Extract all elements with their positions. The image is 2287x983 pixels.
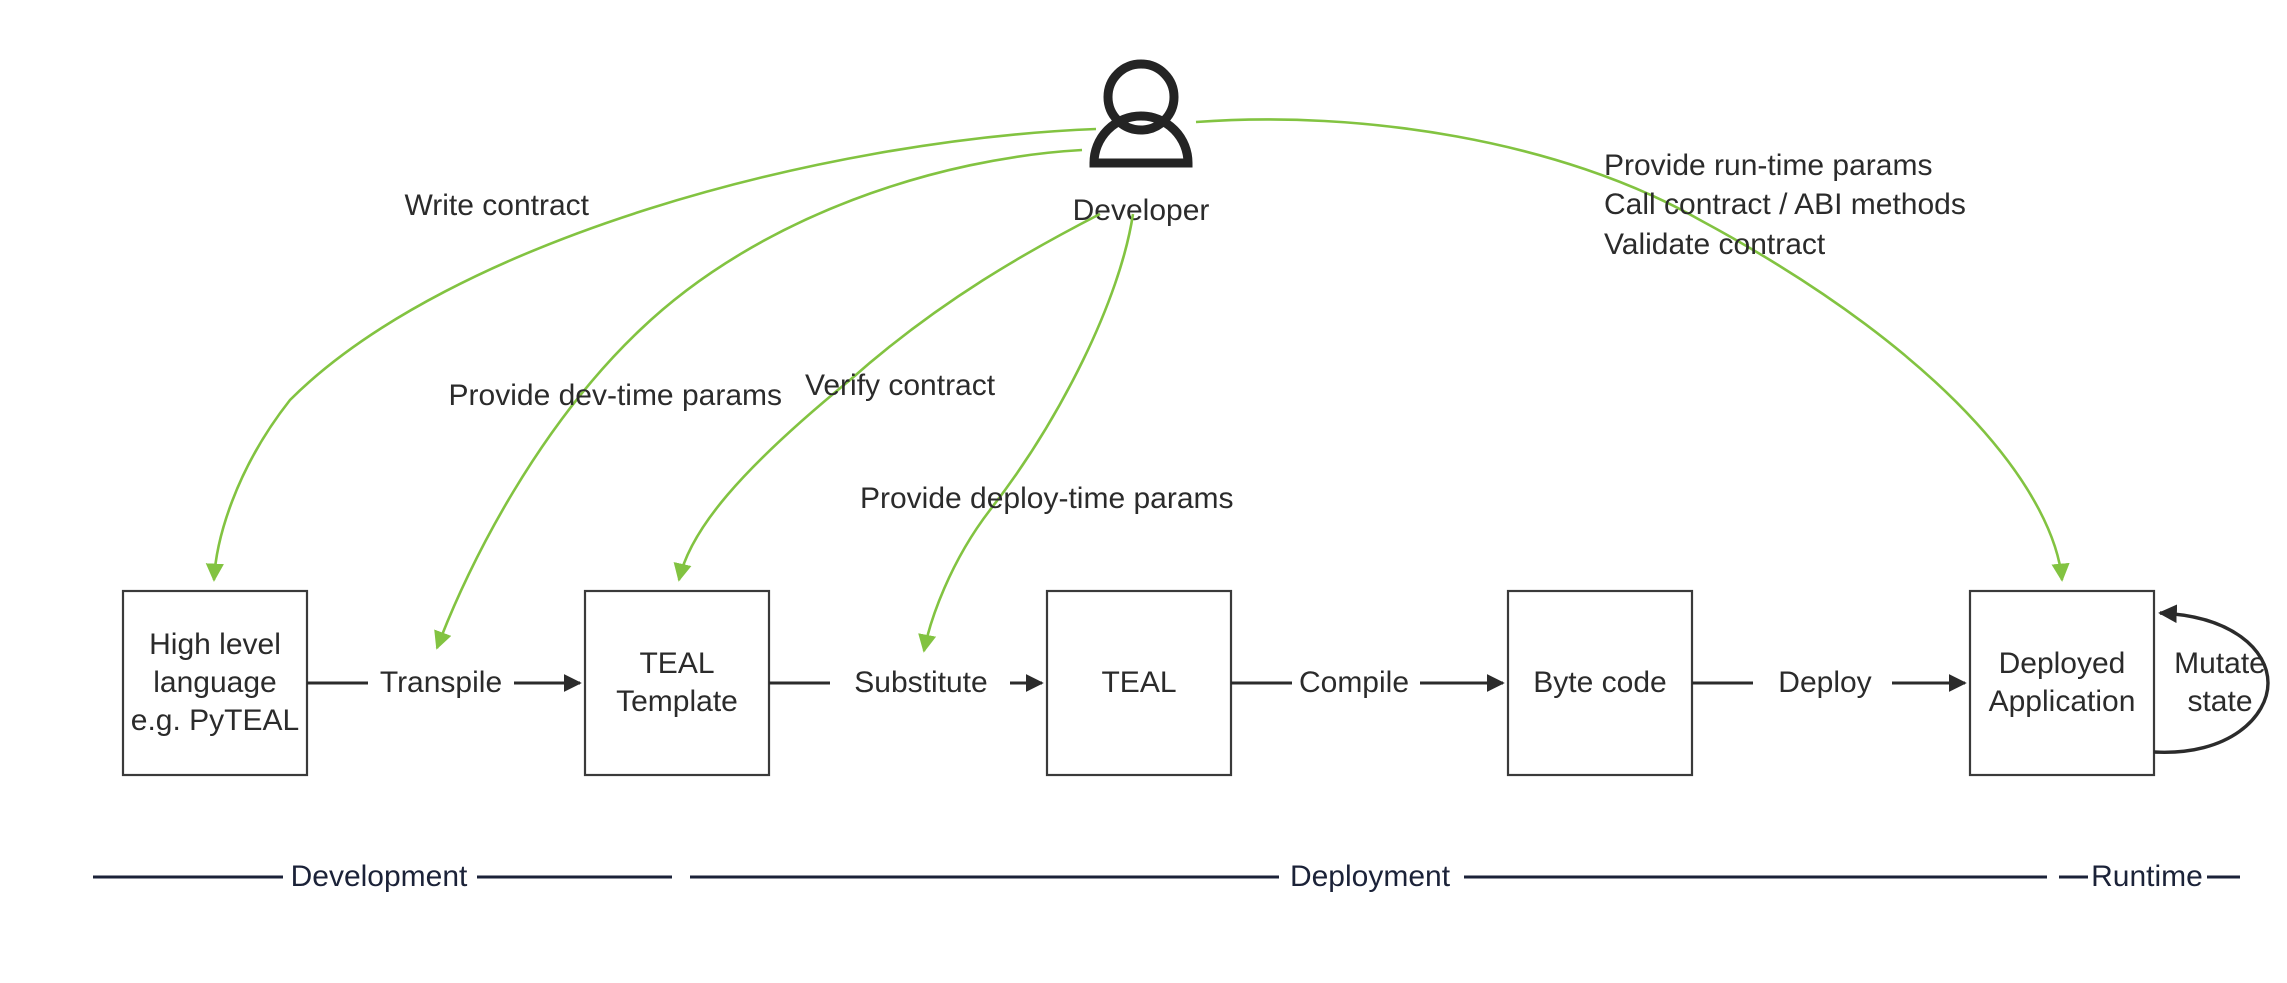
node-box: [1045, 589, 1233, 777]
actor-label-write-contract: Write contract: [405, 189, 590, 222]
phase-label: Deployment: [1290, 860, 1451, 893]
edge-substitute: Substitute: [769, 666, 1044, 699]
node-label-line-1: High level: [149, 628, 281, 661]
phase-label: Runtime: [2091, 860, 2203, 893]
phase-deployment: Deployment: [690, 860, 2047, 893]
node-teal[interactable]: TEAL: [1045, 589, 1233, 777]
node-label-line-1: TEAL: [1101, 666, 1176, 699]
node-label-line-2: Template: [616, 685, 738, 718]
self-loop-label-line-1: Mutate: [2174, 647, 2266, 680]
actor-label-provide-dev-time-params: Provide dev-time params: [449, 379, 782, 412]
actor-label-provide-run-time-params: Provide run-time params: [1604, 149, 1932, 182]
phase-development: Development: [93, 860, 672, 893]
node-label-line-2: Application: [1989, 685, 2136, 718]
actor-developer[interactable]: Developer: [1073, 59, 1210, 227]
edge-compile: Compile: [1231, 666, 1505, 699]
node-high-level-language[interactable]: High level language e.g. PyTEAL: [121, 589, 309, 777]
edge-transpile: Transpile: [307, 666, 582, 699]
node-label-line-1: Deployed: [1999, 647, 2126, 680]
edge-label: Transpile: [380, 666, 502, 699]
actor-edge-provide-run-time-params: [1195, 118, 2070, 582]
node-label-line-1: Byte code: [1533, 666, 1666, 699]
node-label-line-1: TEAL: [639, 647, 714, 680]
node-byte-code[interactable]: Byte code: [1506, 589, 1694, 777]
actor-label-verify-contract: Verify contract: [805, 369, 996, 402]
actor-edge-verify-contract: [673, 212, 1101, 582]
person-icon-body: [1089, 111, 1193, 168]
self-loop-label-line-2: state: [2187, 685, 2252, 718]
person-icon: [1103, 59, 1179, 135]
phase-label: Development: [291, 860, 468, 893]
edge-label: Substitute: [854, 666, 987, 699]
self-loop-mutate-state: Mutate state: [2153, 604, 2270, 754]
node-teal-template[interactable]: TEAL Template: [583, 589, 771, 777]
node-label-line-3: e.g. PyTEAL: [131, 704, 299, 737]
node-box: [583, 589, 771, 777]
edge-deploy: Deploy: [1692, 666, 1967, 699]
phase-runtime: Runtime: [2059, 860, 2240, 893]
actor-label-call-contract-abi-methods: Call contract / ABI methods: [1604, 188, 1966, 221]
edge-label: Compile: [1299, 666, 1409, 699]
actor-edge-provide-deploy-time-params: [918, 213, 1135, 653]
actor-label-validate-contract: Validate contract: [1604, 228, 1826, 261]
actor-label: Developer: [1073, 194, 1210, 227]
actor-edge-write-contract: [205, 127, 1097, 582]
actor-label-provide-deploy-time-params: Provide deploy-time params: [860, 482, 1234, 515]
actor-edge-provide-dev-time-params: [434, 148, 1083, 650]
node-box: [121, 589, 309, 777]
node-deployed-application[interactable]: Deployed Application: [1968, 589, 2156, 777]
self-loop-path: [2153, 604, 2270, 754]
edge-label: Deploy: [1778, 666, 1871, 699]
node-box: [1968, 589, 2156, 777]
node-label-line-2: language: [153, 666, 276, 699]
